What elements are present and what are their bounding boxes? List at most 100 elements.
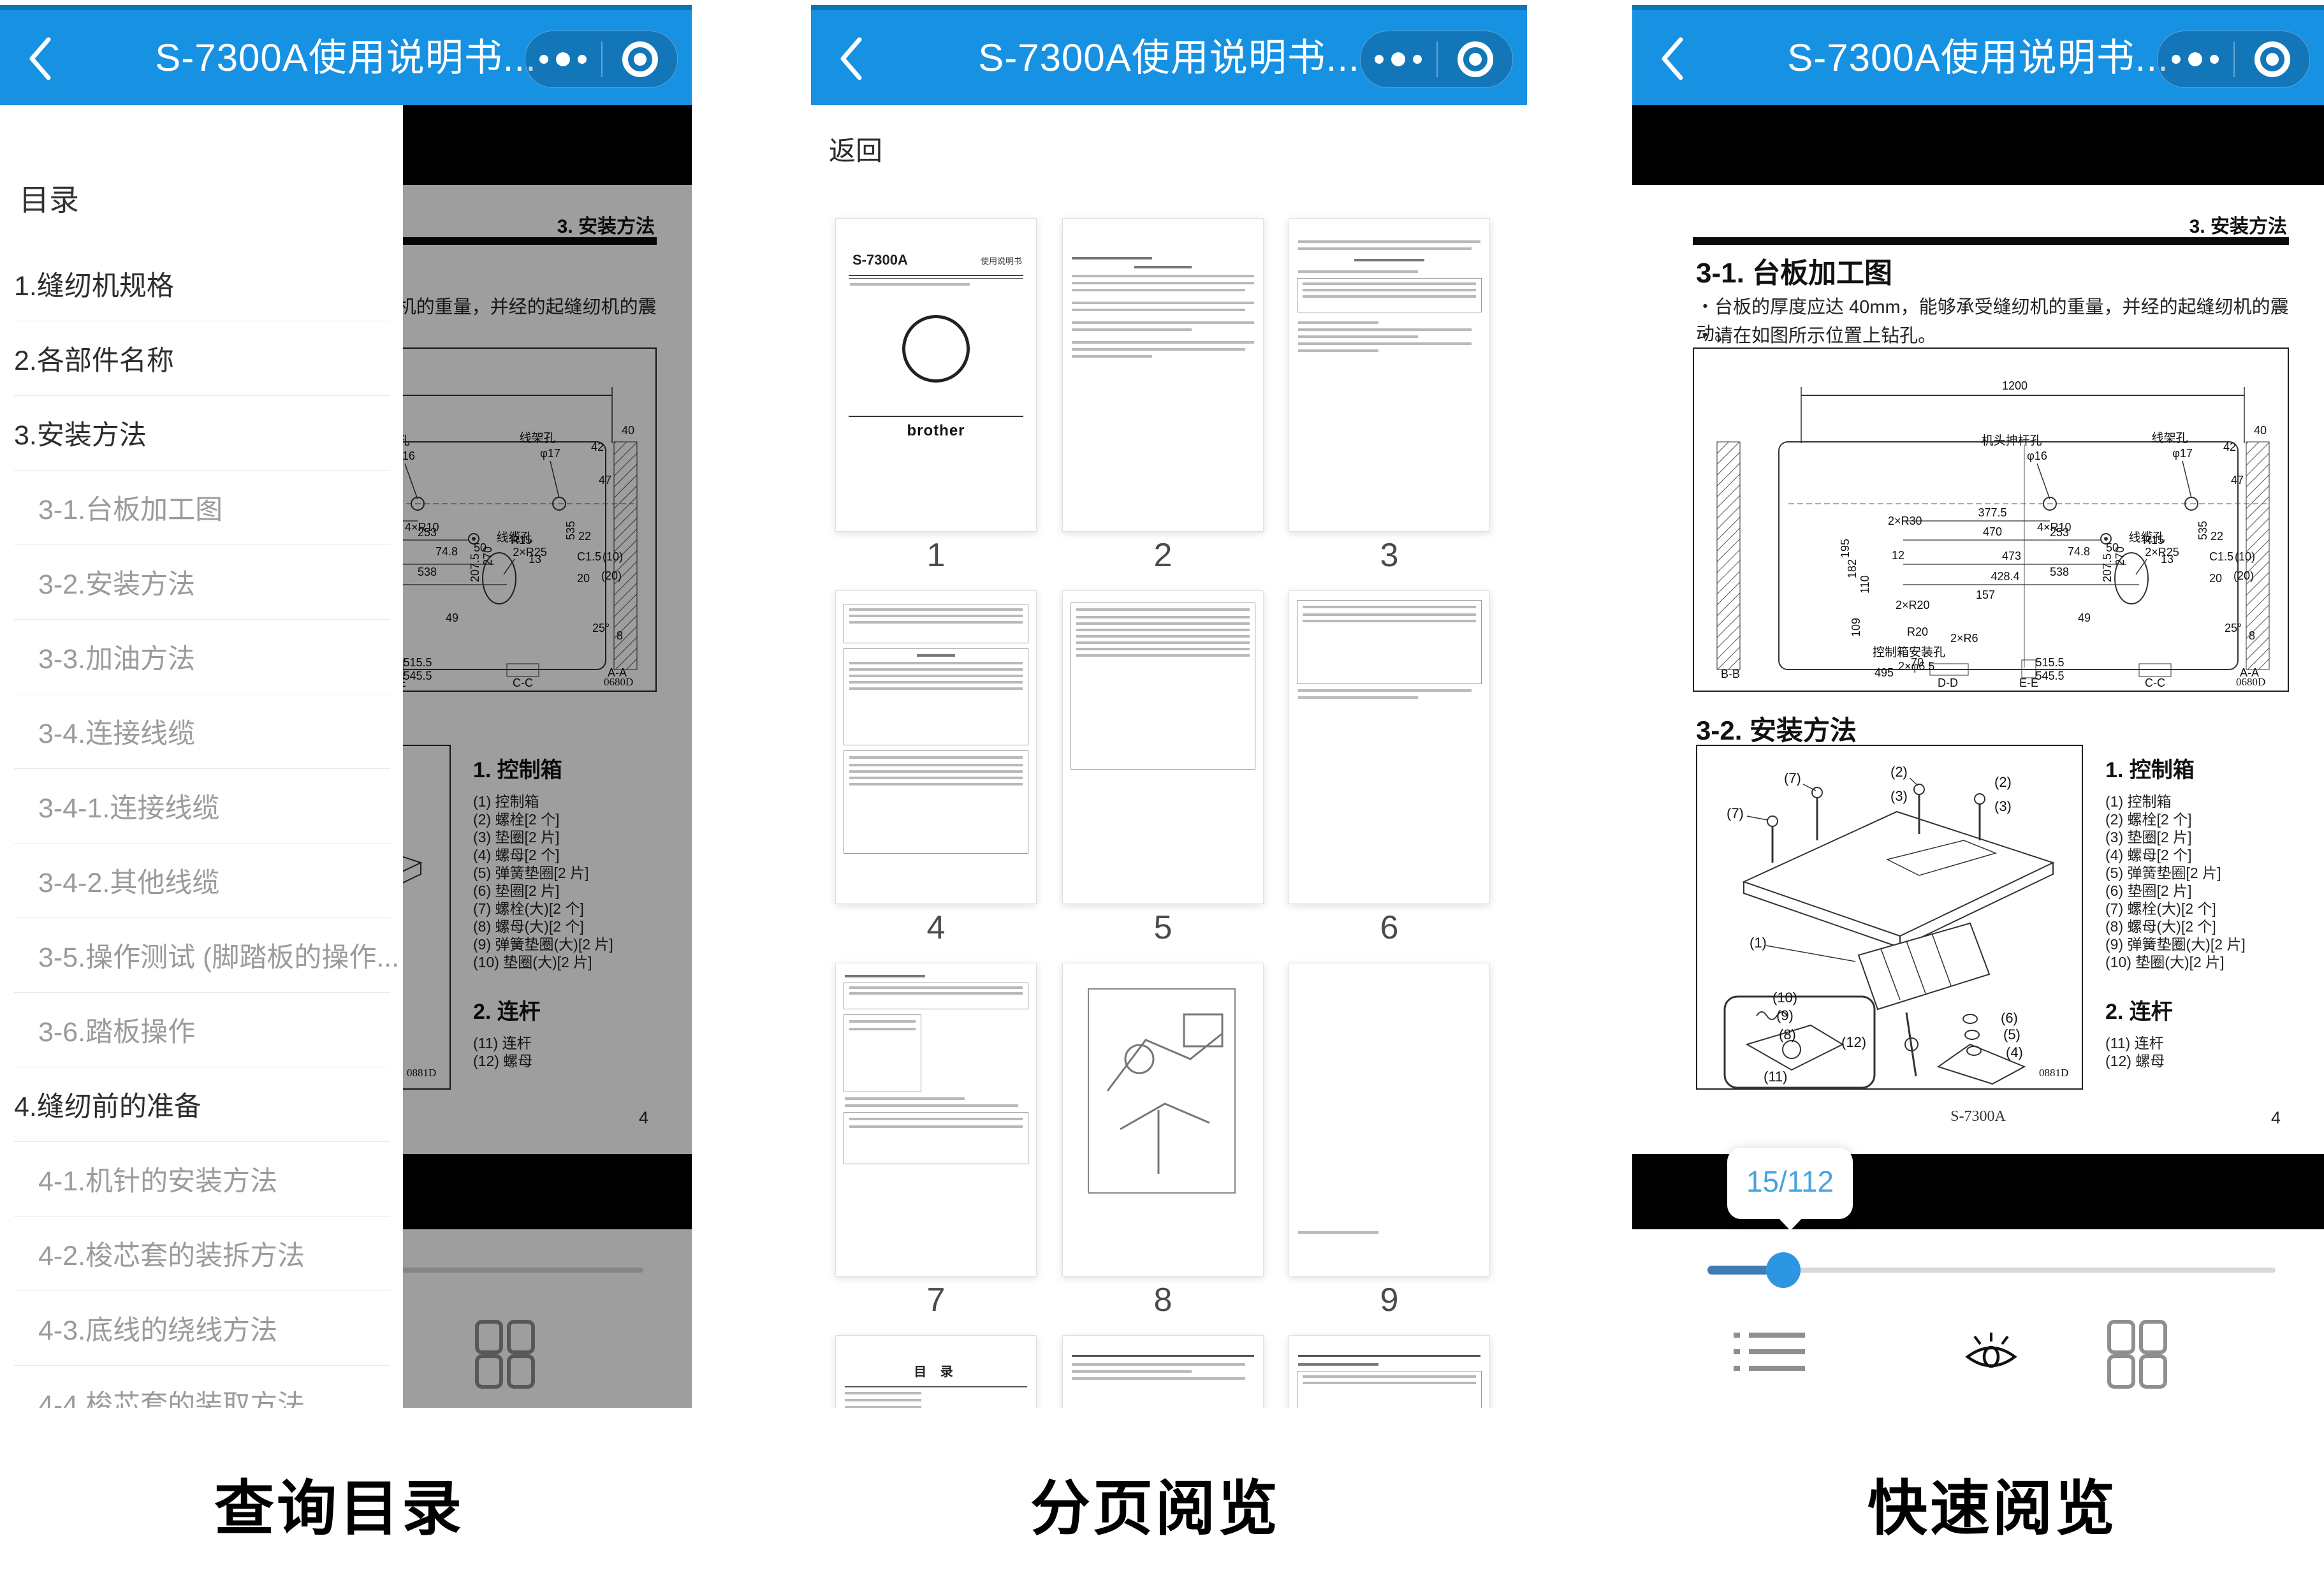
toc-item[interactable]: 3-6.踏板操作 (14, 993, 390, 1067)
page-thumb-8[interactable] (1062, 963, 1264, 1276)
eye-icon[interactable] (1962, 1331, 2020, 1376)
caption-toc: 查询目录 (214, 1475, 465, 1542)
exit-target-icon[interactable] (622, 41, 658, 77)
toc-item[interactable]: 4-1.机针的安装方法 (14, 1142, 390, 1217)
page-thumb-12[interactable] (1289, 1335, 1490, 1408)
toc-item[interactable]: 4-2.梭芯套的装拆方法 (14, 1217, 390, 1291)
page-thumb-7[interactable] (835, 963, 1037, 1276)
svg-text:(9): (9) (1776, 1007, 1794, 1023)
page-thumb-4[interactable] (835, 590, 1037, 904)
toc-title: 目录 (19, 183, 79, 217)
toc-item[interactable]: 1.缝纫机规格 (14, 247, 390, 321)
svg-text:207.5: 207.5 (2101, 553, 2114, 582)
bullet-1: ・台板的厚度应达 40mm，能够承受缝纫机的重量，并经的起缝纫机的震动。 (1696, 297, 2289, 344)
page-thumb-3[interactable] (1289, 218, 1490, 532)
grid-icon[interactable] (2107, 1319, 2168, 1389)
page-thumb-5[interactable] (1062, 590, 1264, 904)
toc-item[interactable]: 3-5.操作测试 (脚踏板的操作... (14, 918, 399, 993)
toc-item[interactable]: 3-2.安装方法 (14, 545, 390, 620)
toc-item[interactable]: 3-4.连接线缆 (14, 694, 390, 769)
page-slider-track[interactable] (1707, 1268, 2276, 1273)
page-title: S-7300A使用说明书... (978, 36, 1360, 79)
svg-text:线缆孔: 线缆孔 (496, 530, 532, 545)
page-thumb-2[interactable] (1062, 218, 1264, 532)
exit-target-icon[interactable] (1458, 41, 1493, 77)
svg-text:(10): (10) (603, 550, 623, 563)
panel-quick-read: S-7300A使用说明书... 3. 安装方法 3-1. 台板加工图 ・台板的厚… (1632, 5, 2324, 1408)
thumb-number: 7 (926, 1282, 946, 1319)
svg-text:0881D: 0881D (2039, 1067, 2068, 1079)
back-button[interactable] (1654, 33, 1692, 84)
navbar: S-7300A使用说明书... (0, 10, 692, 105)
panel-page-grid: S-7300A使用说明书... 返回 S-7300A 使用说明书 brother (811, 5, 1527, 1408)
thumb-number: 6 (1380, 909, 1399, 946)
page-title: S-7300A使用说明书... (155, 36, 537, 79)
toc-item[interactable]: 4-4.梭芯套的装取方法 (14, 1366, 390, 1408)
more-icon[interactable] (2158, 31, 2233, 87)
svg-text:(20): (20) (2233, 569, 2254, 582)
wechat-capsule (1360, 31, 1513, 88)
page-thumb-11[interactable] (1062, 1335, 1264, 1408)
svg-text:(12): (12) (1841, 1034, 1866, 1050)
toc-item[interactable]: 3-1.台板加工图 (14, 471, 390, 545)
svg-text:φ17: φ17 (540, 447, 560, 460)
toc-item[interactable]: 4.缝纫前的准备 (14, 1067, 390, 1142)
page-slider-thumb[interactable] (1766, 1252, 1801, 1288)
back-button[interactable] (22, 33, 60, 84)
svg-text:线架孔: 线架孔 (519, 431, 555, 445)
thumb-number: 9 (1380, 1282, 1399, 1319)
chevron-left-icon (29, 37, 51, 80)
exit-target-icon[interactable] (2255, 41, 2290, 77)
more-icon[interactable] (1361, 31, 1436, 87)
page-thumb-1[interactable]: S-7300A 使用说明书 brother (835, 218, 1037, 532)
page-thumb-10[interactable]: 目 录 (835, 1335, 1037, 1408)
parts-list: 1. 控制箱 (1) 控制箱(2) 螺栓[2 个](3) 垫圈[2 片] (4)… (473, 758, 613, 1069)
svg-text:(6): (6) (2001, 1010, 2018, 1026)
svg-text:控制箱安装孔: 控制箱安装孔 (1873, 645, 1945, 659)
more-icon[interactable] (525, 31, 601, 87)
svg-text:109: 109 (1850, 618, 1862, 637)
svg-text:182: 182 (1846, 559, 1859, 578)
svg-text:13: 13 (529, 553, 541, 566)
cover-emblem (902, 315, 970, 383)
toc-item[interactable]: 3-3.加油方法 (14, 620, 390, 694)
svg-text:40: 40 (2254, 424, 2267, 437)
svg-text:A-A: A-A (608, 666, 627, 679)
page-top-letterbox (1632, 105, 2324, 185)
svg-text:470: 470 (1983, 525, 2002, 538)
svg-text:42: 42 (591, 441, 604, 453)
svg-text:535: 535 (2196, 521, 2209, 540)
svg-text:(10): (10) (2235, 550, 2255, 563)
grid-icon[interactable] (474, 1319, 536, 1389)
toc-item[interactable]: 4-3.底线的绕线方法 (14, 1291, 390, 1366)
toc-item[interactable]: 3-4-2.其他线缆 (14, 844, 390, 918)
panel-toc-view: S-7300A使用说明书... 3. 安装方法 3-1. 台板加工图 ・台板的厚… (0, 5, 692, 1408)
parts-list: 1. 控制箱 (1) 控制箱(2) 螺栓[2 个](3) 垫圈[2 片] (4)… (2105, 758, 2246, 1069)
svg-text:50: 50 (474, 541, 486, 554)
svg-text:C-C: C-C (513, 676, 533, 689)
svg-text:A-A: A-A (2240, 666, 2259, 679)
svg-text:4×R10: 4×R10 (405, 521, 439, 534)
toc-item[interactable]: 2.各部件名称 (14, 321, 390, 396)
svg-text:12: 12 (1892, 549, 1904, 562)
svg-text:8: 8 (617, 629, 623, 642)
svg-text:545.5: 545.5 (403, 669, 432, 682)
svg-text:49: 49 (446, 611, 458, 624)
svg-text:(20): (20) (601, 569, 622, 582)
page-thumb-6[interactable] (1289, 590, 1490, 904)
svg-text:(4): (4) (2006, 1044, 2023, 1060)
return-link[interactable]: 返回 (829, 136, 883, 166)
section-3-1-title: 3-1. 台板加工图 (1696, 258, 1893, 289)
navbar: S-7300A使用说明书... (1632, 10, 2324, 105)
page-thumb-9[interactable] (1289, 963, 1490, 1276)
toc-icon[interactable] (1734, 1329, 1810, 1380)
machine-sketch (1088, 988, 1236, 1194)
toc-item[interactable]: 3-4-1.连接线缆 (14, 769, 390, 844)
svg-text:(7): (7) (1784, 770, 1801, 786)
reader-screen-dimmed: 3. 安装方法 3-1. 台板加工图 ・台板的厚度应达 40mm，能够承受缝纫机… (0, 105, 692, 1408)
pdf-page-15[interactable]: 3. 安装方法 3-1. 台板加工图 ・台板的厚度应达 40mm，能够承受缝纫机… (1632, 185, 2324, 1154)
toc-item[interactable]: 3.安装方法 (14, 396, 390, 471)
page-slider-fill (1707, 1266, 1784, 1275)
caption-quick: 快速阅览 (1867, 1475, 2118, 1542)
back-button[interactable] (833, 33, 871, 84)
